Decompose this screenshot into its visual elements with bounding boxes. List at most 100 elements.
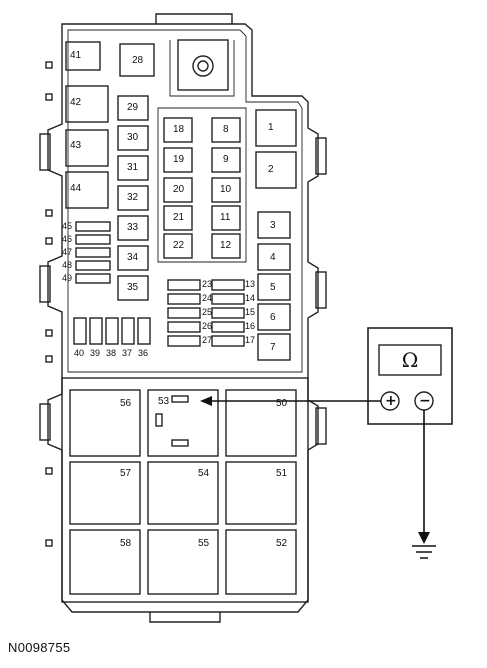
fuse-22 <box>163 233 193 259</box>
label-52: 52 <box>276 538 288 549</box>
label-48: 48 <box>62 260 73 270</box>
ohm-symbol: Ω <box>401 348 419 372</box>
fuse-13 <box>211 279 245 291</box>
label-5: 5 <box>270 282 276 293</box>
label-31: 31 <box>127 162 139 173</box>
fuse-11 <box>211 205 241 231</box>
relay-42 <box>65 85 109 123</box>
label-34: 34 <box>127 252 139 263</box>
label-57: 57 <box>120 468 132 479</box>
relay-41 <box>65 41 101 71</box>
label-10: 10 <box>220 184 232 195</box>
fuse-34 <box>117 245 149 271</box>
label-1: 1 <box>268 122 274 133</box>
fuse-9 <box>211 147 241 173</box>
ground-symbol <box>412 545 436 559</box>
ohmmeter <box>367 327 453 425</box>
fuse-32 <box>117 185 149 211</box>
side-clip <box>39 265 51 303</box>
fuse-16 <box>211 321 245 333</box>
fuse-40 <box>73 317 87 345</box>
fuse-4 <box>257 243 291 271</box>
label-12: 12 <box>220 240 232 251</box>
label-55: 55 <box>198 538 210 549</box>
fuse-37 <box>121 317 135 345</box>
label-2: 2 <box>268 164 274 175</box>
fuse-21 <box>163 205 193 231</box>
label-58: 58 <box>120 538 132 549</box>
fuse-25 <box>167 307 201 319</box>
fuse-36 <box>137 317 151 345</box>
label-23: 23 <box>202 279 213 289</box>
label-11: 11 <box>220 212 231 223</box>
fuse-47 <box>75 247 111 258</box>
fuse-35 <box>117 275 149 301</box>
label-54: 54 <box>198 468 210 479</box>
label-21: 21 <box>173 212 185 223</box>
fuse-30 <box>117 125 149 151</box>
fuse-7 <box>257 333 291 361</box>
side-clip <box>315 137 327 175</box>
fuse-50 <box>225 389 297 457</box>
fuse-6 <box>257 303 291 331</box>
label-49: 49 <box>62 273 73 283</box>
label-39: 39 <box>90 348 101 358</box>
fuse-46 <box>75 234 111 245</box>
fuse-51 <box>225 461 297 525</box>
label-28: 28 <box>132 55 144 66</box>
fuse-10 <box>211 177 241 203</box>
fuse-39 <box>89 317 103 345</box>
label-25: 25 <box>202 307 213 317</box>
label-18: 18 <box>173 124 185 135</box>
mounting-boss <box>177 39 229 91</box>
fuse-12 <box>211 233 241 259</box>
label-27: 27 <box>202 335 213 345</box>
label-38: 38 <box>106 348 117 358</box>
housing-slot <box>45 467 53 475</box>
fuse-58 <box>69 529 141 595</box>
housing-slot <box>45 329 53 337</box>
relay-44 <box>65 171 109 209</box>
label-7: 7 <box>270 342 276 353</box>
label-22: 22 <box>173 240 185 251</box>
label-14: 14 <box>245 293 256 303</box>
negative-sign: − <box>419 393 431 409</box>
side-clip <box>39 133 51 171</box>
lower-fuse-section <box>61 377 309 603</box>
label-35: 35 <box>127 282 139 293</box>
label-32: 32 <box>127 192 139 203</box>
label-41: 41 <box>70 50 82 61</box>
mounting-bolt <box>192 55 214 77</box>
label-19: 19 <box>173 154 185 165</box>
fuse-8 <box>211 117 241 143</box>
housing-slot <box>45 539 53 547</box>
fuse-31 <box>117 155 149 181</box>
housing-top-tab <box>155 13 233 24</box>
label-47: 47 <box>62 247 73 257</box>
housing-slot <box>45 93 53 101</box>
side-clip <box>315 407 327 445</box>
label-53: 53 <box>158 396 170 407</box>
housing-slot <box>45 61 53 69</box>
relay-2 <box>255 151 297 189</box>
label-20: 20 <box>173 184 185 195</box>
label-50: 50 <box>276 398 288 409</box>
fuse-contact <box>171 395 189 403</box>
label-15: 15 <box>245 307 256 317</box>
label-36: 36 <box>138 348 149 358</box>
label-6: 6 <box>270 312 276 323</box>
housing-bottom-tab <box>149 612 221 623</box>
label-56: 56 <box>120 398 132 409</box>
fuse-55 <box>147 529 219 595</box>
fuse-48 <box>75 260 111 271</box>
ground-probe-tip <box>418 532 430 544</box>
label-51: 51 <box>276 468 288 479</box>
label-29: 29 <box>127 102 139 113</box>
fuse-33 <box>117 215 149 241</box>
fuse-49 <box>75 273 111 284</box>
fuse-53 <box>147 389 219 457</box>
label-26: 26 <box>202 321 213 331</box>
label-3: 3 <box>270 220 276 231</box>
fuse-56 <box>69 389 141 457</box>
